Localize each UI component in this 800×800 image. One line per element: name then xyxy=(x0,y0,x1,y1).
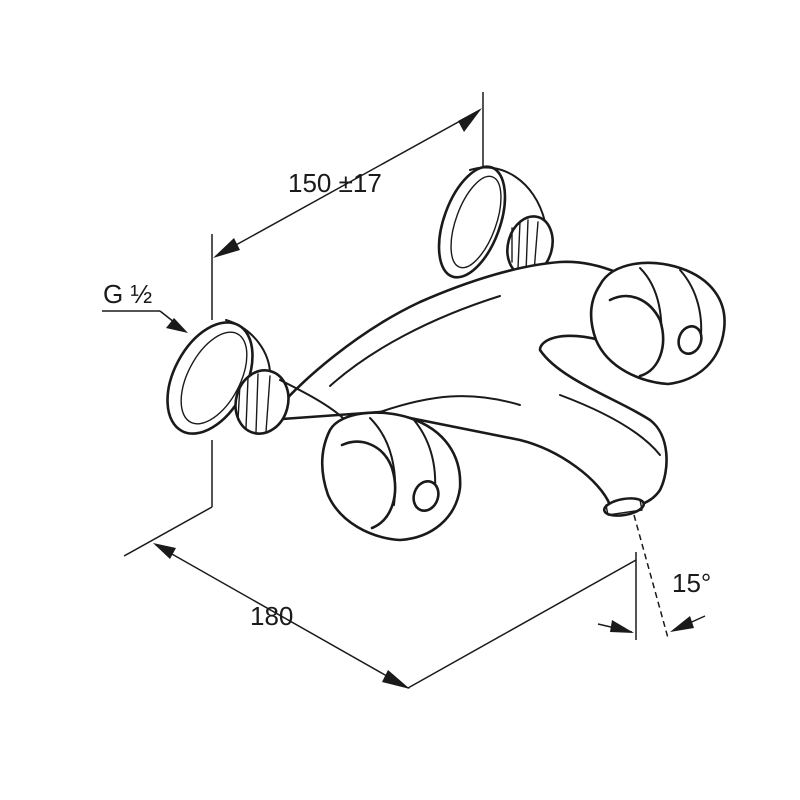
arrowhead-150-left xyxy=(213,238,240,258)
extension-line-wall-diag xyxy=(123,506,213,557)
arrowhead-150-right xyxy=(458,108,482,132)
spout-flow-axis xyxy=(633,514,669,639)
dimension-line-150 xyxy=(215,109,481,257)
extension-line-spout-diag xyxy=(407,559,637,689)
right-handle xyxy=(589,261,726,386)
arrowhead-angle-right xyxy=(670,616,694,632)
label-angle: 15° xyxy=(672,568,711,598)
label-thread: G ½ xyxy=(103,279,152,309)
left-handle xyxy=(320,411,462,542)
faucet-body xyxy=(166,165,726,542)
dimension-line-180 xyxy=(155,544,409,689)
right-knurled-nut xyxy=(506,215,554,277)
label-projection: 180 xyxy=(250,601,293,631)
right-handle-indicator xyxy=(677,325,703,355)
left-handle-indicator xyxy=(412,480,440,512)
right-wall-flange xyxy=(437,165,546,279)
dimension-projection: 180 xyxy=(123,440,637,689)
label-centre-distance: 150 ±17 xyxy=(288,168,382,198)
dimension-centre-distance: 150 ±17 xyxy=(211,92,484,320)
arrowhead-thread xyxy=(166,318,188,333)
arrowhead-180-left xyxy=(153,543,176,559)
arrowhead-angle-left xyxy=(610,620,634,633)
dimension-thread: G ½ xyxy=(102,279,188,333)
left-knurled-nut xyxy=(234,369,346,435)
dimension-angle: 15° xyxy=(597,514,711,639)
arrowhead-180-right xyxy=(382,670,410,689)
main-body-and-spout xyxy=(266,260,668,517)
